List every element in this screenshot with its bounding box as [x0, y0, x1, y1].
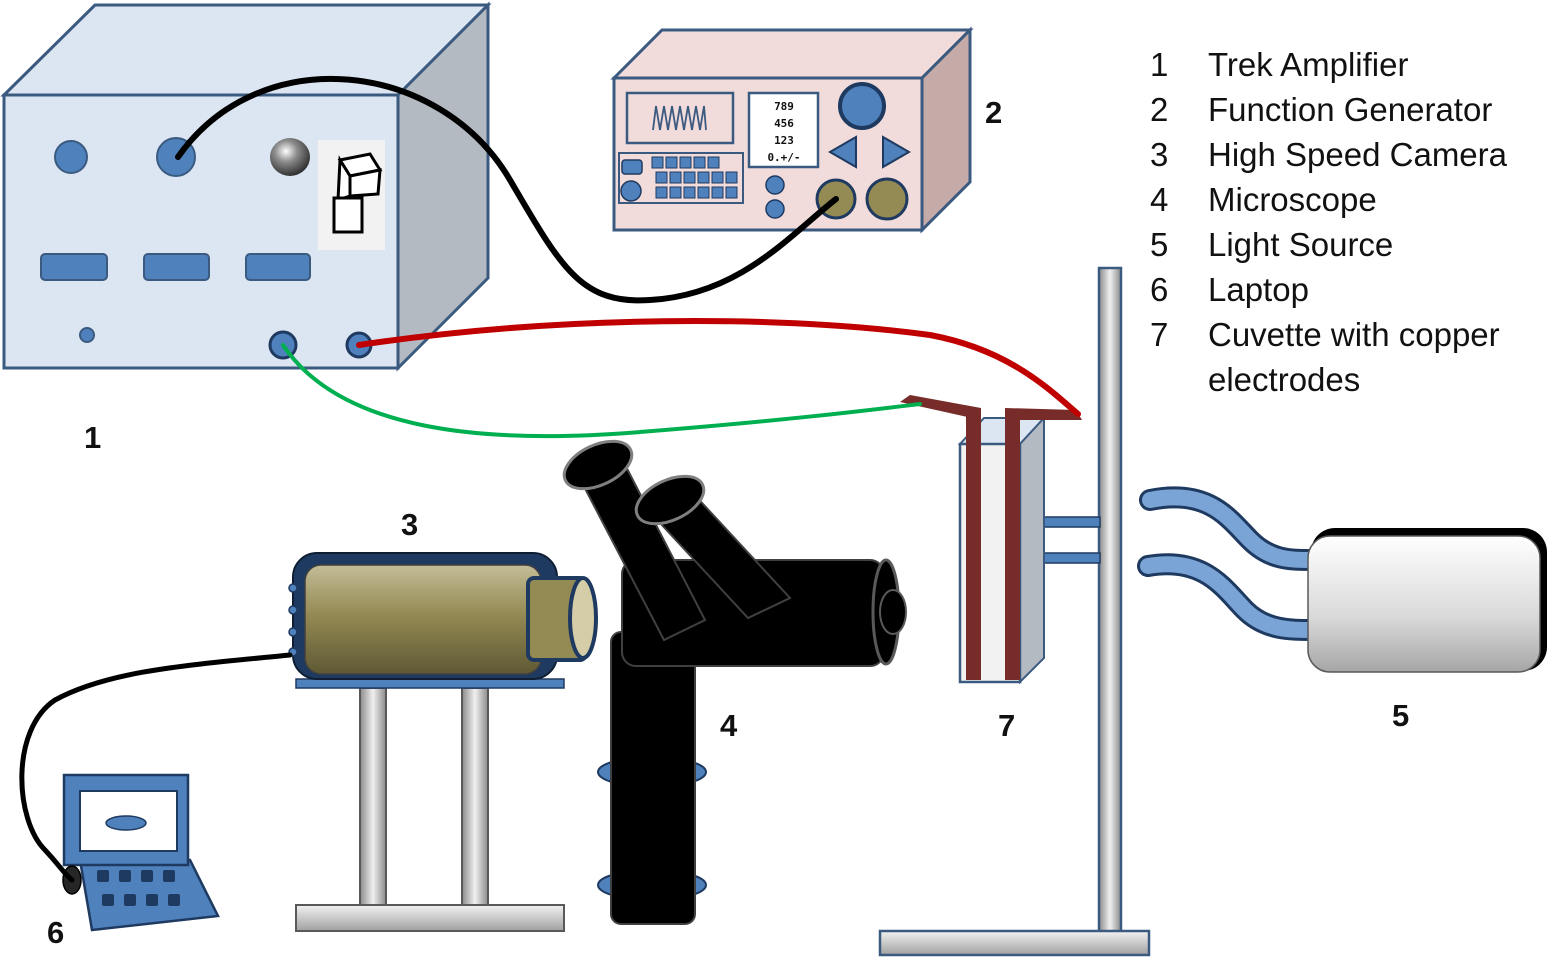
black-signal-wire: [175, 75, 839, 304]
legend-item-continued: electrodes: [1150, 357, 1507, 402]
red-high-voltage-wire: [356, 318, 1081, 417]
generator-key: [711, 186, 724, 199]
black-usb-cable: [19, 652, 293, 883]
legend-text: Laptop: [1208, 271, 1309, 308]
laptop: [62, 773, 220, 932]
legend-number: 1: [1150, 46, 1169, 83]
amplifier-display: [40, 253, 108, 281]
left-arrow-icon: [827, 135, 857, 169]
laptop-key: [102, 894, 114, 906]
cuvette: [900, 395, 1082, 685]
laptop-key: [97, 870, 109, 882]
legend-item: 7 Cuvette with copper: [1150, 312, 1507, 357]
trek-amplifier: [0, 1, 492, 372]
legend-item: 5 Light Source: [1150, 222, 1507, 267]
legend-number: 2: [1150, 91, 1169, 128]
green-ground-wire: [281, 343, 922, 439]
high-speed-camera: [288, 552, 598, 932]
laptop-key: [163, 870, 175, 882]
label-camera: 3: [401, 507, 419, 542]
generator-key: [669, 186, 682, 199]
generator-key: [725, 186, 738, 199]
label-cuvette: 7: [998, 708, 1016, 743]
legend-text: High Speed Camera: [1208, 136, 1507, 173]
microscope: [562, 439, 907, 925]
legend-number: 3: [1150, 136, 1169, 173]
label-microscope: 4: [720, 708, 738, 743]
legend-item: 1 Trek Amplifier: [1150, 42, 1507, 87]
generator-key: [693, 156, 706, 169]
generator-key: [683, 186, 696, 199]
generator-key: [655, 171, 668, 184]
legend-number: 5: [1150, 226, 1169, 263]
generator-key: [711, 171, 724, 184]
copper-electrode: [966, 412, 981, 680]
legend: 1 Trek Amplifier 2 Function Generator 3 High …: [1150, 42, 1507, 402]
generator-key: [651, 156, 664, 169]
laptop-key: [146, 894, 158, 906]
legend-text: Cuvette with copper: [1208, 316, 1500, 353]
generator-main-knob: [838, 82, 886, 130]
legend-text: electrodes: [1208, 361, 1361, 398]
keypad-row: 0.+/-: [767, 151, 800, 164]
light-source: [1137, 486, 1547, 673]
amplifier-knob: [54, 140, 88, 174]
generator-key: [669, 171, 682, 184]
label-amplifier: 1: [84, 420, 102, 455]
keypad-screen: [747, 91, 820, 169]
legend-text: Function Generator: [1208, 91, 1493, 128]
legend-number: 4: [1150, 181, 1169, 218]
waveform-screen: [625, 91, 735, 145]
generator-key: [707, 156, 720, 169]
generator-output-jack: [865, 177, 909, 221]
legend-text: Trek Amplifier: [1208, 46, 1409, 83]
keypad-row: 789: [774, 100, 794, 113]
keypad-row: 123: [774, 134, 794, 147]
legend-item: 4 Microscope: [1150, 177, 1507, 222]
amplifier-indicator: [270, 138, 310, 176]
laptop-keyboard: [97, 870, 180, 906]
generator-key: [725, 171, 738, 184]
generator-key: [665, 156, 678, 169]
laptop-key: [119, 870, 131, 882]
function-generator-key-grid: [651, 156, 738, 199]
power-switch-icon: [318, 140, 385, 250]
legend-number: 6: [1150, 271, 1169, 308]
copper-electrode: [1005, 412, 1020, 680]
retort-stand: [878, 266, 1151, 957]
laptop-key: [168, 894, 180, 906]
laptop-key: [124, 894, 136, 906]
legend-item: 3 High Speed Camera: [1150, 132, 1507, 177]
amplifier-display: [143, 253, 210, 281]
legend-item: 6 Laptop: [1150, 267, 1507, 312]
legend-number: 7: [1150, 316, 1169, 353]
function-generator: 789 456 123 0.+/-: [610, 26, 974, 234]
label-function-generator: 2: [985, 95, 1003, 130]
legend-text: Microscope: [1208, 181, 1377, 218]
amplifier-display: [245, 253, 311, 281]
legend-text: Light Source: [1208, 226, 1394, 263]
label-light-source: 5: [1392, 698, 1410, 733]
label-laptop: 6: [47, 915, 65, 950]
generator-key: [697, 171, 710, 184]
keypad-row: 456: [774, 117, 794, 130]
legend-item: 2 Function Generator: [1150, 87, 1507, 132]
right-arrow-icon: [882, 135, 912, 169]
generator-key: [683, 171, 696, 184]
generator-key: [697, 186, 710, 199]
laptop-key: [141, 870, 153, 882]
generator-key: [655, 186, 668, 199]
generator-key: [679, 156, 692, 169]
